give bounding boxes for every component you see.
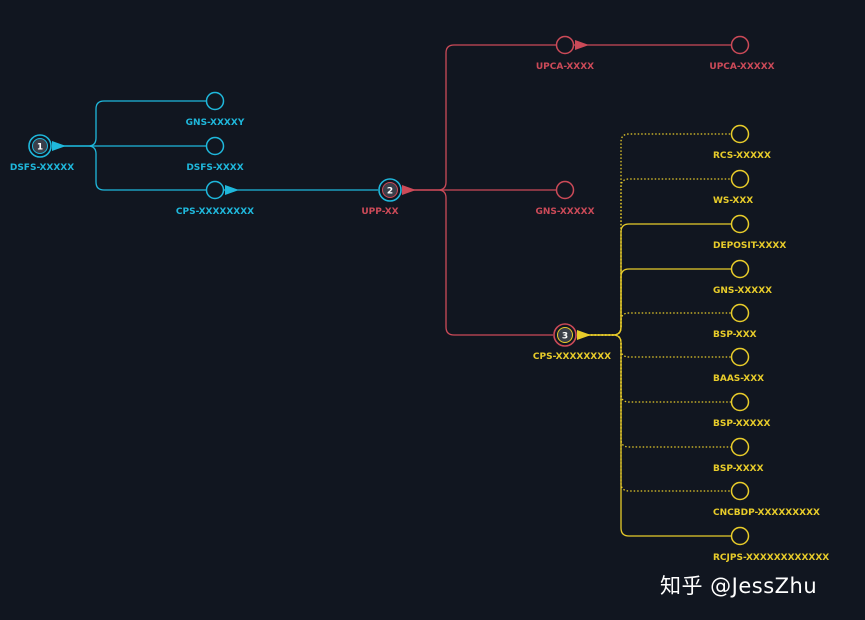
root-label: DSFS-XXXXX [10,163,74,173]
cps-node-number: 3 [562,331,568,341]
cps-child-node-0[interactable] [730,124,750,144]
edge-cps-to-child-9 [577,334,731,537]
cps-child-node-7[interactable] [730,437,750,457]
tree-labels: DSFS-XXXXX GNS-XXXXY DSFS-XXXX CPS-XXXXXXXX… [10,62,829,563]
edge-cps-to-child-2 [577,223,731,336]
upp-label: UPP-XX [361,207,398,217]
edge-cps-to-child-6 [577,334,731,403]
blue-child-node-0[interactable] [205,91,225,111]
cps-child-label-8: CNCBDP-XXXXXXXXX [713,508,820,518]
edge-upp-to-upca [402,44,556,191]
gns-red-label: GNS-XXXXX [535,207,594,217]
cps-child-label-0: RCS-XXXXX [713,151,771,161]
edge-cps-to-child-3 [577,268,731,336]
cps-child-node-9[interactable] [730,526,750,546]
edge-cps-to-child-0 [577,133,731,336]
upp-node-number: 2 [387,186,393,196]
cps-child-node-2[interactable] [730,214,750,234]
cps-child-label-6: BSP-XXXXX [713,419,771,429]
blue-child-label-1: DSFS-XXXX [186,163,243,173]
blue-child-label-2: CPS-XXXXXXXX [176,207,254,217]
cps-child-node-1[interactable] [730,169,750,189]
cps-child-label-9: RCJPS-XXXXXXXXXXXX [713,553,829,563]
cps-pointer [577,330,591,340]
edge-cps-to-child-1 [577,178,731,336]
root-node-number: 1 [37,142,43,152]
watermark-text: 知乎 @JessZhu [660,574,818,598]
upp-node[interactable] [382,182,398,198]
cps-child-label-4: BSP-XXX [713,330,757,340]
cps-node[interactable] [557,327,573,343]
cps-child-label-2: DEPOSIT-XXXX [713,241,786,251]
cps-child-node-8[interactable] [730,481,750,501]
upca-child-label: UPCA-XXXXX [709,62,774,72]
cps-child-label-5: BAAS-XXX [713,374,764,384]
upp-pointer [402,185,416,195]
root-node[interactable] [32,138,48,154]
blue-child-node-2[interactable] [205,180,225,200]
tree-nodes: 1 2 3 [28,35,750,546]
cps-child-label-1: WS-XXX [713,196,753,206]
edge-cps-to-child-4 [577,312,731,336]
upca-child-node[interactable] [730,35,750,55]
upca-node[interactable] [555,35,575,55]
cps-child-node-5[interactable] [730,347,750,367]
upca-label: UPCA-XXXX [536,62,594,72]
blue-child-label-0: GNS-XXXXY [186,118,245,128]
cps-blue-pointer [225,185,239,195]
edge-root-to-blue-2 [54,145,206,191]
cps-child-label-3: GNS-XXXXX [713,286,772,296]
cps-child-node-4[interactable] [730,303,750,323]
cps-label: CPS-XXXXXXXX [533,352,611,362]
upca-pointer [575,40,589,50]
blue-child-node-1[interactable] [205,136,225,156]
edge-root-to-blue-0 [54,100,206,147]
edge-upp-to-cps [402,189,553,336]
gns-red-node[interactable] [555,180,575,200]
cps-child-label-7: BSP-XXXX [713,464,764,474]
root-pointer [52,141,66,151]
cps-child-node-6[interactable] [730,392,750,412]
tree-edges [54,44,731,537]
cps-child-node-3[interactable] [730,259,750,279]
